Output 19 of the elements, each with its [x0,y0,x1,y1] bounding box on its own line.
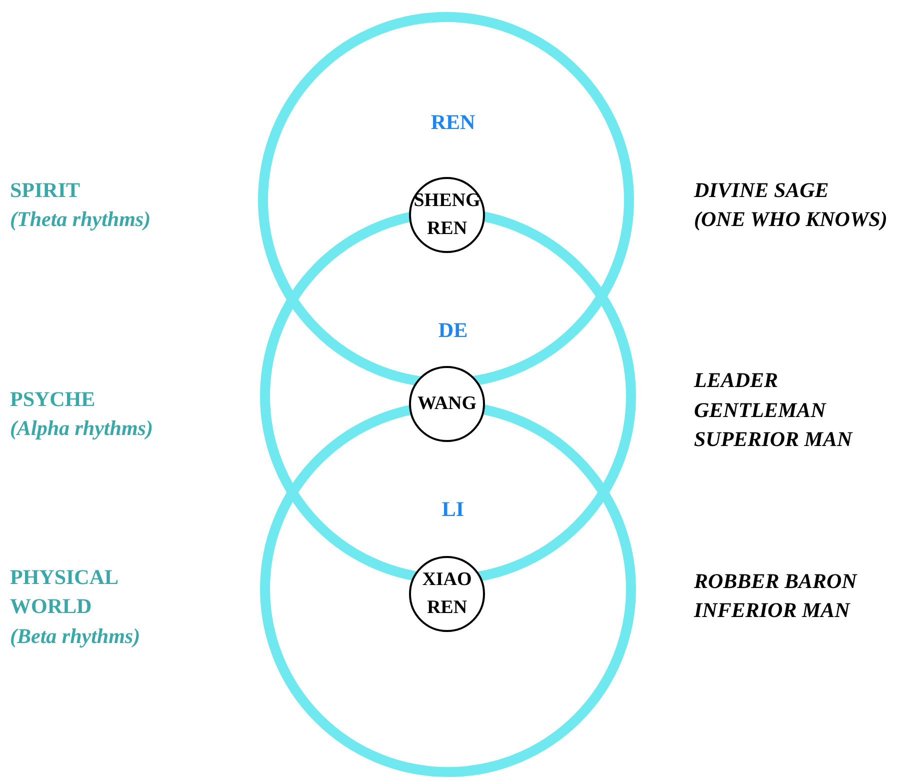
circle-text: XIAO REN [421,568,473,620]
side-label: SPIRIT [10,177,80,204]
side-label: PHYSICAL WORLD [10,564,119,620]
side-label: SUPERIOR MAN [694,426,852,453]
circle-text: SHENG REN [412,189,482,241]
side-label: PSYCHE [10,386,96,413]
side-label: (Beta rhythms) [10,623,140,650]
side-label: (Alpha rhythms) [10,415,153,442]
side-label: (ONE WHO KNOWS) [694,206,888,233]
circle-text: WANG [416,392,478,416]
side-label: DIVINE SAGE [694,177,829,204]
side-label: LEADER [694,367,778,394]
side-label: ROBBER BARON [694,568,857,595]
ring-label: DE [438,317,468,344]
side-label: INFERIOR MAN [694,597,850,624]
ring-label: REN [430,109,476,136]
ring-label: LI [442,496,464,523]
side-label: GENTLEMAN [694,397,826,424]
side-label: (Theta rhythms) [10,206,151,233]
